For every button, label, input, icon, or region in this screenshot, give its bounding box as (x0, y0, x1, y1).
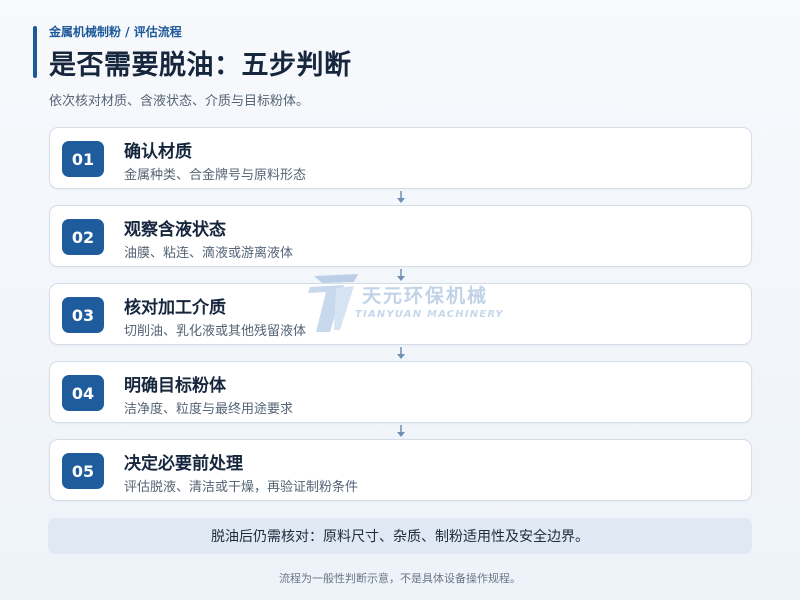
step-title: 观察含液状态 (124, 220, 226, 240)
step-number-badge: 04 (62, 375, 104, 411)
step-number-badge: 01 (62, 141, 104, 177)
step-number-badge: 03 (62, 297, 104, 333)
step-title: 决定必要前处理 (124, 454, 243, 474)
arrow-down-icon (396, 191, 406, 205)
step-number-badge: 05 (62, 453, 104, 489)
step-card-3: 03 核对加工介质 切削油、乳化液或其他残留液体 (49, 283, 752, 345)
note-box: 脱油后仍需核对：原料尺寸、杂质、制粉适用性及安全边界。 (48, 518, 752, 554)
step-card-5: 05 决定必要前处理 评估脱液、清洁或干燥，再验证制粉条件 (49, 439, 752, 501)
step-card-1: 01 确认材质 金属种类、合金牌号与原料形态 (49, 127, 752, 189)
step-title: 明确目标粉体 (124, 376, 226, 396)
step-description: 切削油、乳化液或其他残留液体 (124, 324, 307, 339)
step-description: 油膜、粘连、滴液或游离液体 (124, 246, 294, 261)
page-title: 是否需要脱油：五步判断 (49, 50, 352, 81)
breadcrumb: 金属机械制粉 / 评估流程 (49, 25, 182, 39)
step-title: 确认材质 (124, 142, 192, 162)
footer-disclaimer: 流程为一般性判断示意，不是具体设备操作规程。 (279, 572, 521, 585)
page-subtitle: 依次核对材质、含液状态、介质与目标粉体。 (49, 94, 310, 109)
title-accent-bar (33, 26, 37, 78)
step-card-2: 02 观察含液状态 油膜、粘连、滴液或游离液体 (49, 205, 752, 267)
arrow-down-icon (396, 347, 406, 361)
step-card-4: 04 明确目标粉体 洁净度、粒度与最终用途要求 (49, 361, 752, 423)
step-description: 洁净度、粒度与最终用途要求 (124, 402, 294, 417)
step-description: 评估脱液、清洁或干燥，再验证制粉条件 (124, 480, 359, 495)
step-number-badge: 02 (62, 219, 104, 255)
step-description: 金属种类、合金牌号与原料形态 (124, 168, 307, 183)
arrow-down-icon (396, 425, 406, 439)
step-title: 核对加工介质 (124, 298, 226, 318)
arrow-down-icon (396, 269, 406, 283)
